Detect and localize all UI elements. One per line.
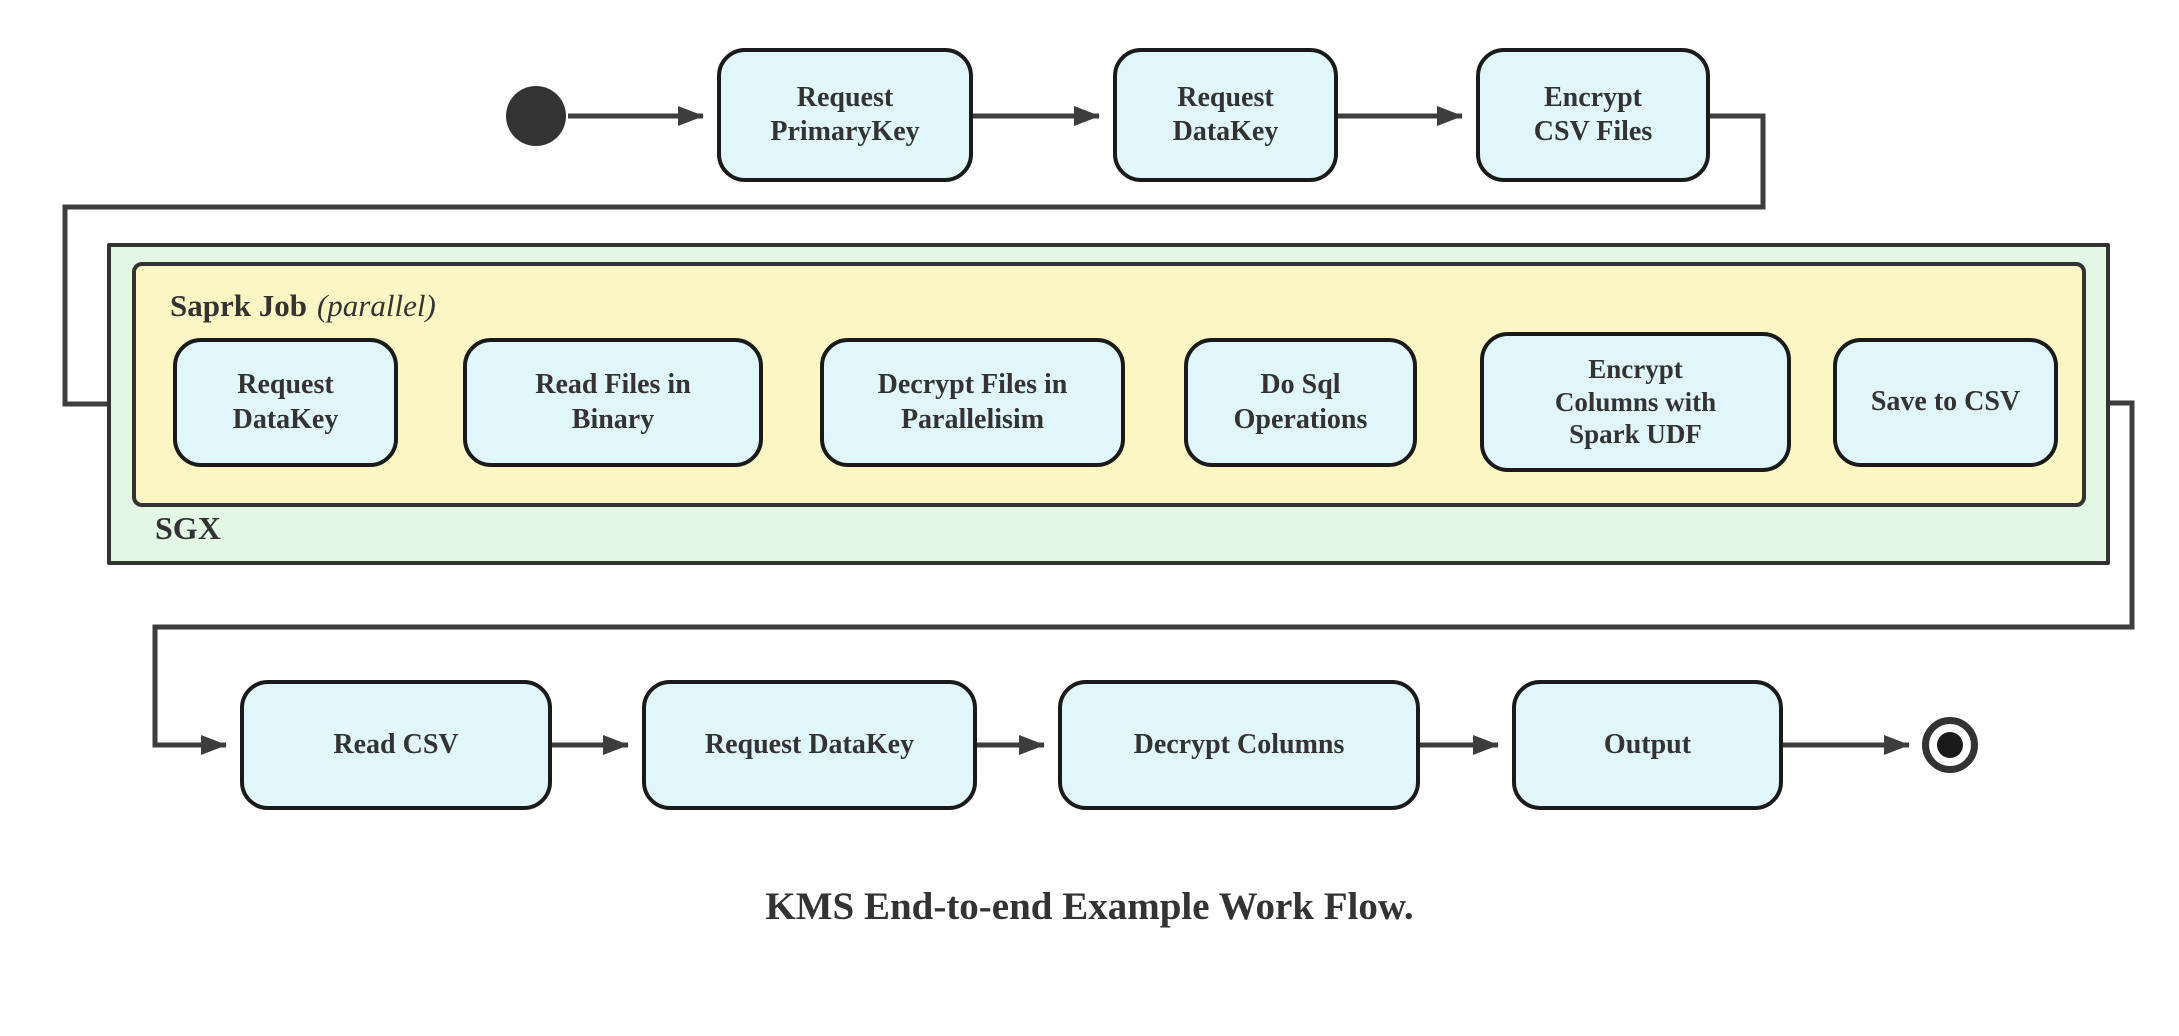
node-read-files-in-binary: Read Files in Binary [463, 338, 763, 467]
node-request-datakey-bottom: Request DataKey [642, 680, 977, 810]
diagram-caption: KMS End-to-end Example Work Flow. [765, 885, 1414, 928]
node-output: Output [1512, 680, 1783, 810]
node-encrypt-csv-files: Encrypt CSV Files [1476, 48, 1710, 182]
node-decrypt-files-in-parallelisim: Decrypt Files in Parallelisim [820, 338, 1125, 467]
sgx-container-label: SGX [155, 510, 221, 546]
spark-job-label-text: Saprk Job [170, 288, 307, 323]
node-request-datakey-top: Request DataKey [1113, 48, 1338, 182]
end-node-icon [1922, 717, 1978, 773]
node-read-csv: Read CSV [240, 680, 552, 810]
node-sgx-request-datakey: Request DataKey [173, 338, 398, 467]
node-request-primarykey: Request PrimaryKey [717, 48, 973, 182]
node-decrypt-columns: Decrypt Columns [1058, 680, 1420, 810]
spark-job-parallel-qualifier: (parallel) [316, 288, 436, 323]
spark-job-container-label: Saprk Job (parallel) [170, 288, 436, 324]
node-encrypt-columns-with-spark-udf: Encrypt Columns with Spark UDF [1480, 332, 1791, 472]
end-node-inner-dot [1937, 732, 1963, 758]
node-do-sql-operations: Do Sql Operations [1184, 338, 1417, 467]
start-node-icon [506, 86, 566, 146]
node-save-to-csv: Save to CSV [1833, 338, 2058, 467]
